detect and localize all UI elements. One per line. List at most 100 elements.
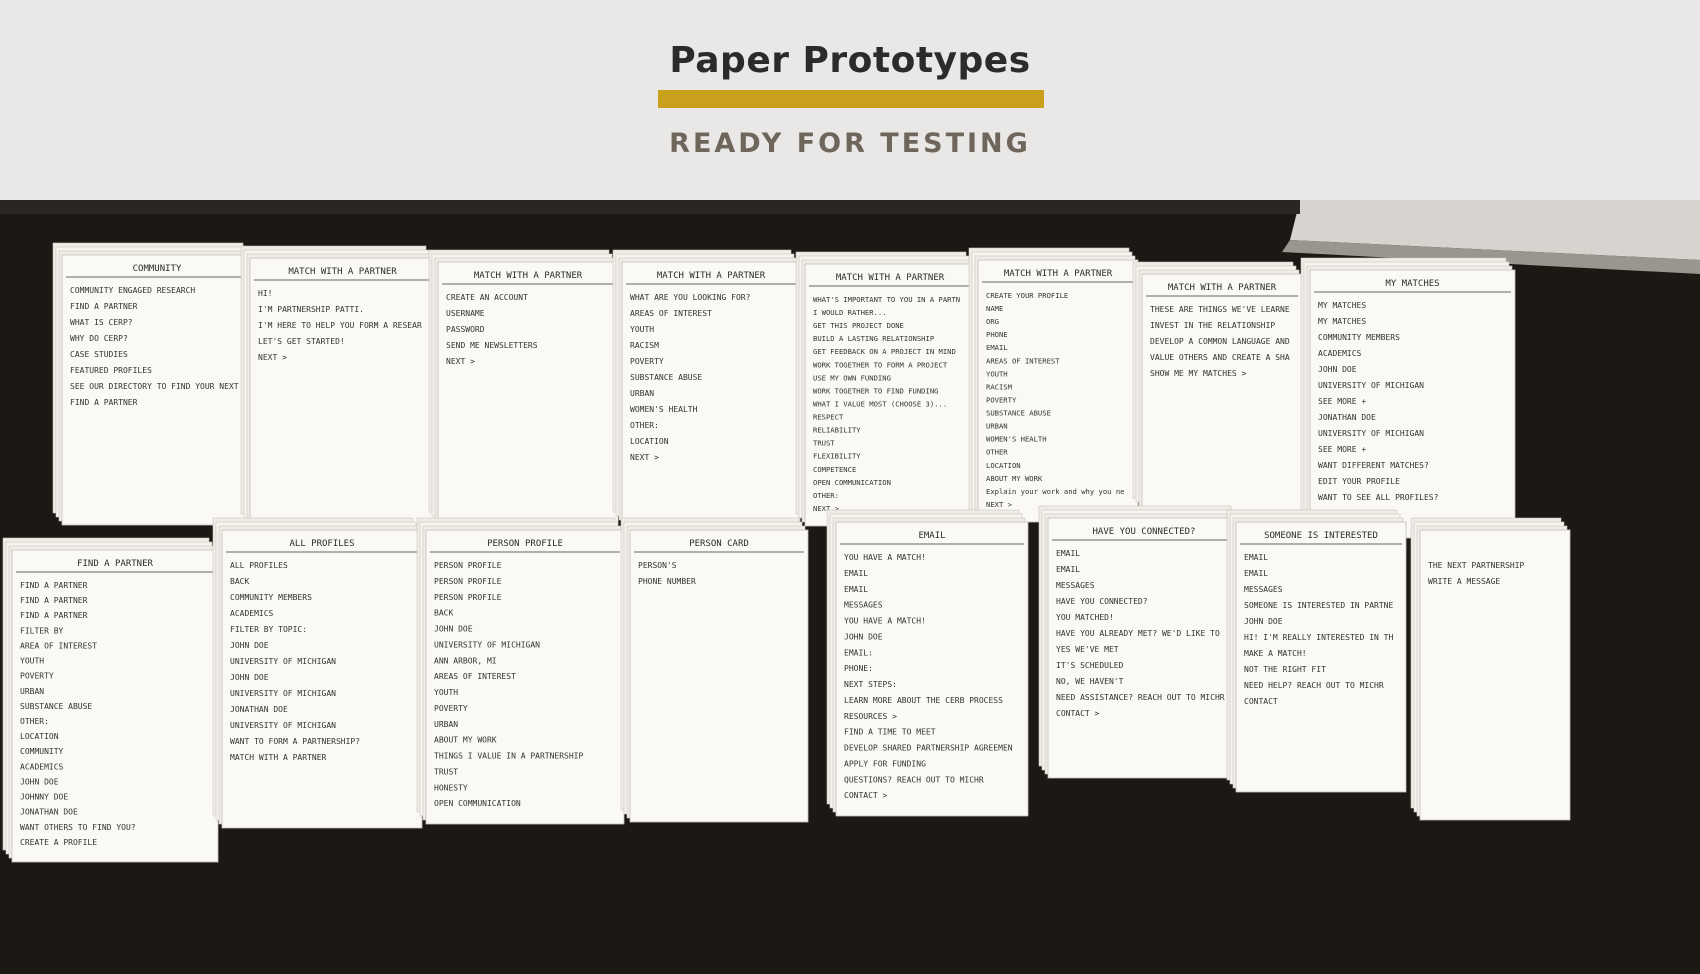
- sheet-line: ALL PROFILES: [230, 561, 288, 570]
- sheet-line: YOUTH: [20, 657, 44, 666]
- sheet-line: ORG: [986, 317, 999, 326]
- sheet-line: POVERTY: [630, 357, 664, 366]
- sheet-line: LEARN MORE ABOUT THE CERB PROCESS: [844, 696, 1003, 705]
- accent-rule: [658, 90, 1044, 108]
- page-title: Paper Prototypes: [669, 40, 1031, 81]
- sheet-line: EDIT YOUR PROFILE: [1318, 477, 1400, 486]
- sheet-line: EMAIL: [1244, 553, 1268, 562]
- sheet-line: FIND A PARTNER: [70, 398, 138, 407]
- sheet-line: GET THIS PROJECT DONE: [813, 321, 904, 330]
- sheet-line: JOHN DOE: [844, 632, 883, 641]
- sheet-line: RESPECT: [813, 413, 844, 422]
- sheet-line: JONATHAN DOE: [1318, 413, 1376, 422]
- sheet-line: YOU MATCHED!: [1056, 613, 1114, 622]
- sheet-line: LET'S GET STARTED!: [258, 337, 345, 346]
- sheet-line: WHAT'S IMPORTANT TO YOU IN A PARTN: [813, 295, 960, 304]
- sheet-line: ACADEMICS: [230, 609, 274, 618]
- sheet-line: DEVELOP SHARED PARTNERSHIP AGREEMEN: [844, 744, 1013, 753]
- sheet-line: YOU HAVE A MATCH!: [844, 617, 926, 626]
- sheet-line: MY MATCHES: [1318, 301, 1366, 310]
- sheet-line: RELIABILITY: [813, 426, 861, 435]
- sheet-heading: SOMEONE IS INTERESTED: [1264, 531, 1378, 541]
- sheet-line: EMAIL: [844, 585, 868, 594]
- sheet-line: POVERTY: [434, 704, 468, 713]
- sheet-line: Explain your work and why you ne: [986, 487, 1124, 496]
- sheet-line: WANT OTHERS TO FIND YOU?: [20, 823, 136, 832]
- sheet-line: NEED HELP? REACH OUT TO MICHR: [1244, 681, 1384, 690]
- sheet-line: JOHN DOE: [20, 777, 59, 786]
- sheet-line: BACK: [230, 577, 249, 586]
- sheet-line: FILTER BY: [20, 626, 64, 635]
- paper-sheet-tips: MATCH WITH A PARTNER THESE ARE THINGS WE'…: [1132, 261, 1303, 511]
- paper-sheet-email2: HAVE YOU CONNECTED?EMAILEMAILMESSAGESHAV…: [1038, 505, 1241, 779]
- sheet-heading: MATCH WITH A PARTNER: [1168, 283, 1277, 293]
- header: Paper Prototypes READY FOR TESTING: [0, 0, 1700, 200]
- sheet-line: NEXT >: [813, 504, 840, 513]
- sheet-line: MESSAGES: [1244, 585, 1283, 594]
- sheet-line: UNIVERSITY OF MICHIGAN: [230, 689, 336, 698]
- sheet-line: I'M PARTNERSHIP PATTI.: [258, 305, 364, 314]
- sheet-heading: HAVE YOU CONNECTED?: [1093, 527, 1196, 537]
- sheet-line: WOMEN'S HEALTH: [986, 435, 1047, 444]
- sheet-line: PHONE: [986, 330, 1008, 339]
- sheet-line: NEED ASSISTANCE? REACH OUT TO MICHR: [1056, 693, 1225, 702]
- sheet-line: BACK: [434, 609, 453, 618]
- sheet-line: LOCATION: [20, 732, 59, 741]
- sheet-line: TRUST: [434, 767, 458, 776]
- sheet-line: UNIVERSITY OF MICHIGAN: [1318, 429, 1424, 438]
- sheet-line: URBAN: [630, 389, 654, 398]
- sheet-line: OPEN COMMUNICATION: [434, 799, 521, 808]
- sheet-line: COMMUNITY ENGAGED RESEARCH: [70, 286, 195, 295]
- sheet-line: POVERTY: [20, 672, 54, 681]
- sheet-line: WORK TOGETHER TO FORM A PROJECT: [813, 360, 948, 369]
- sheet-line: WHAT IS CERP?: [70, 318, 133, 327]
- sheet-line: CREATE AN ACCOUNT: [446, 293, 528, 302]
- sheet-line: YOUTH: [630, 325, 654, 334]
- sheet-line: WANT TO FORM A PARTNERSHIP?: [230, 737, 360, 746]
- sheet-line: FIND A PARTNER: [20, 596, 88, 605]
- sheet-line: ANN ARBOR, MI: [434, 656, 497, 665]
- sheet-line: YES WE'VE MET: [1056, 645, 1119, 654]
- sheet-line: WANT TO SEE ALL PROFILES?: [1318, 493, 1439, 502]
- sheet-line: WRITE A MESSAGE: [1428, 577, 1500, 586]
- sheet-line: THE NEXT PARTNERSHIP: [1428, 561, 1525, 570]
- paper-sheet-sidebar: THE NEXT PARTNERSHIP WRITE A MESSAGE: [1410, 517, 1571, 821]
- sheet-line: EMAIL: [1056, 549, 1080, 558]
- sheet-heading: EMAIL: [918, 531, 945, 541]
- sheet-line: MAKE A MATCH!: [1244, 649, 1307, 658]
- sheet-line: SUBSTANCE ABUSE: [986, 409, 1051, 418]
- sheet-line: SUBSTANCE ABUSE: [20, 702, 92, 711]
- sheet-line: CONTACT >: [1056, 709, 1100, 718]
- sheet-line: UNIVERSITY OF MICHIGAN: [230, 721, 336, 730]
- sheet-line: HI! I'M REALLY INTERESTED IN TH: [1244, 633, 1393, 642]
- sheet-line: WHAT I VALUE MOST (CHOOSE 3)...: [813, 399, 947, 408]
- sheet-line: SEND ME NEWSLETTERS: [446, 341, 538, 350]
- sheet-line: RACISM: [630, 341, 659, 350]
- sheet-line: PHONE:: [844, 664, 873, 673]
- sheet-line: RACISM: [986, 382, 1013, 391]
- sheet-line: OTHER:: [20, 717, 49, 726]
- sheet-heading: MATCH WITH A PARTNER: [474, 271, 583, 281]
- sheet-line: THESE ARE THINGS WE'VE LEARNE: [1150, 305, 1290, 314]
- page-subtitle: READY FOR TESTING: [669, 128, 1031, 159]
- sheet-line: FIND A PARTNER: [20, 611, 88, 620]
- sheet-line: BUILD A LASTING RELATIONSHIP: [813, 334, 934, 343]
- sheet-line: NEXT >: [986, 500, 1013, 509]
- sheet-heading: MATCH WITH A PARTNER: [288, 267, 397, 277]
- sheet-line: FIND A TIME TO MEET: [844, 728, 936, 737]
- sheet-line: YOUTH: [986, 369, 1008, 378]
- sheet-line: WHY DO CERP?: [70, 334, 128, 343]
- sheet-line: NEXT >: [258, 353, 287, 362]
- sheet-line: FIND A PARTNER: [20, 581, 88, 590]
- sheet-line: WHAT ARE YOU LOOKING FOR?: [630, 293, 751, 302]
- sheet-line: PERSON PROFILE: [434, 561, 502, 570]
- sheet-line: FEATURED PROFILES: [70, 366, 152, 375]
- sheet-line: AREAS OF INTEREST: [434, 672, 516, 681]
- sheet-line: FILTER BY TOPIC:: [230, 625, 307, 634]
- sheet-line: EMAIL: [844, 569, 868, 578]
- sheet-line: MESSAGES: [844, 601, 883, 610]
